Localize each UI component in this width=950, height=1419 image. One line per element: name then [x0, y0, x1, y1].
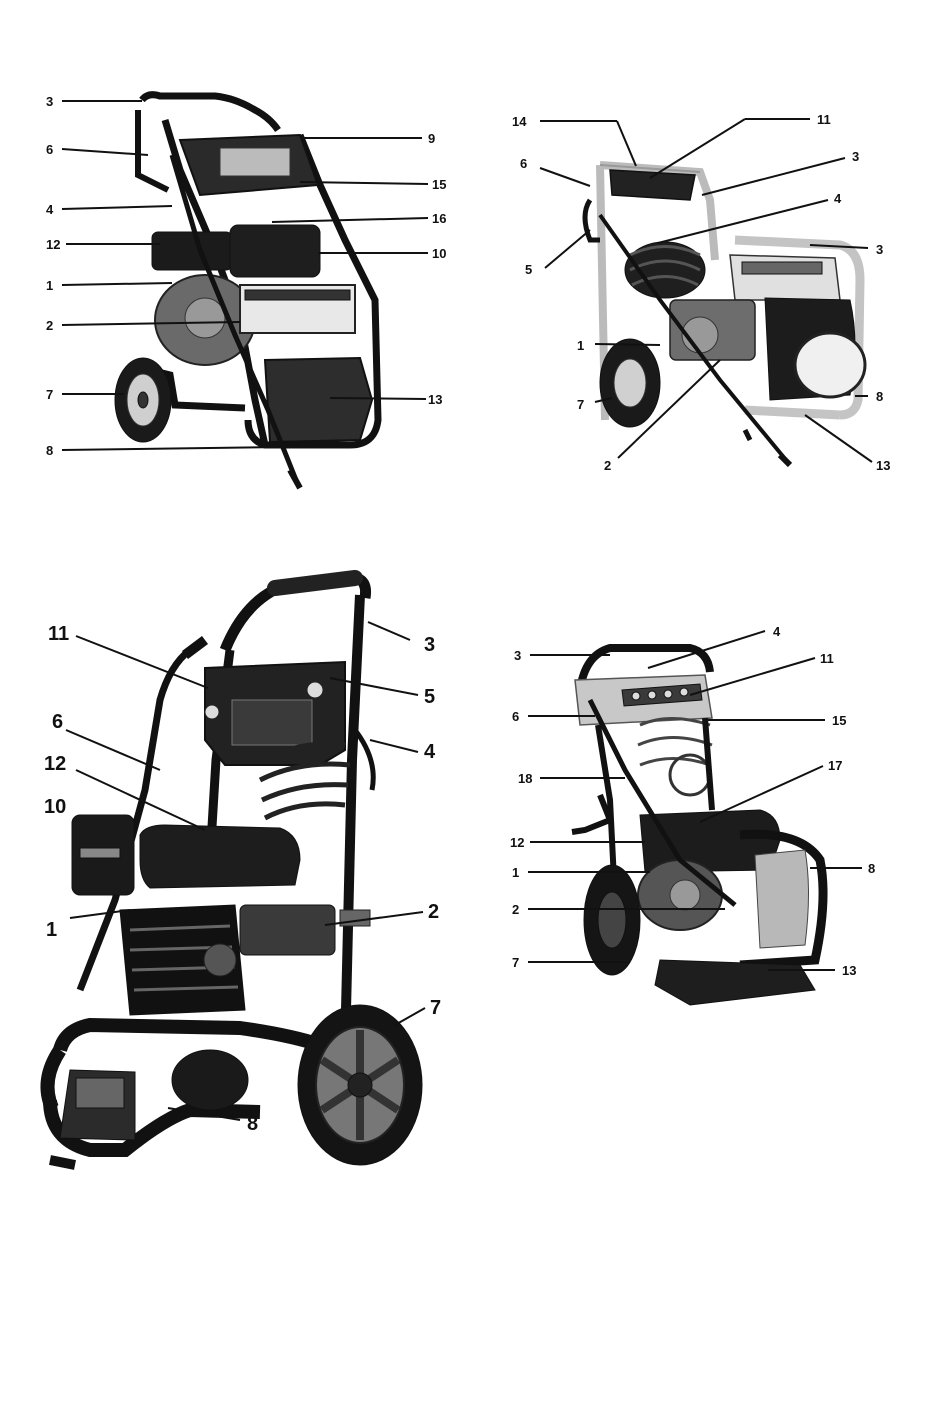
figure-d-callout-label: 2	[512, 902, 519, 917]
figure-b-callout-label: 8	[876, 389, 883, 404]
figure-a-callout-label: 2	[46, 318, 53, 333]
figure-b-callout-label: 11	[817, 112, 831, 127]
figure-a-callout-label: 13	[428, 392, 442, 407]
figure-b-callout-label: 6	[520, 156, 527, 171]
figure-a-callout-label: 10	[432, 246, 446, 261]
figure-b-callout-label: 5	[525, 262, 532, 277]
figure-a-callout-label: 12	[46, 237, 60, 252]
figure-b-callout-label: 3	[876, 242, 883, 257]
figure-a-callout-label: 9	[428, 131, 435, 146]
figure-c-callout-label: 5	[424, 686, 435, 708]
figure-a-callout-label: 8	[46, 443, 53, 458]
figure-c-callout-label: 4	[424, 741, 436, 763]
figure-b-callout-label: 4	[834, 191, 842, 206]
figure-d-callout-label: 7	[512, 955, 519, 970]
figure-a-callout-label: 1	[46, 278, 53, 293]
figure-c-callout-label: 2	[428, 901, 439, 923]
figure-a-callout-label: 16	[432, 211, 446, 226]
figure-c-callout-label: 1	[46, 919, 57, 941]
figure-b-illustration	[585, 165, 865, 465]
figure-d-callout-label: 8	[868, 861, 875, 876]
figure-a-illustration	[115, 95, 378, 488]
figure-d-callout-label: 13	[842, 963, 856, 978]
figure-c-callout-label: 8	[247, 1113, 258, 1135]
figure-a-callout-label: 7	[46, 387, 53, 402]
figure-d-callout-label: 11	[820, 651, 834, 666]
figure-b-callout-label: 3	[852, 149, 859, 164]
figure-c-callout-label: 6	[52, 711, 63, 733]
figure-b-callout-label: 1	[577, 338, 584, 353]
figure-a-callout-label: 4	[46, 202, 54, 217]
figure-b-callout-label: 13	[876, 458, 890, 473]
figure-c-callout-label: 12	[44, 753, 66, 775]
figure-d-callout-label: 17	[828, 758, 842, 773]
figure-d-callout-label: 3	[514, 648, 521, 663]
figure-d-callout-label: 18	[518, 771, 532, 786]
figure-d-callout-label: 6	[512, 709, 519, 724]
figure-c-callout-label: 3	[424, 634, 435, 656]
figure-b-callout-label: 2	[604, 458, 611, 473]
figure-a-callout-label: 6	[46, 142, 53, 157]
figure-d-callout-label: 4	[773, 624, 781, 639]
figure-c-illustration	[48, 578, 423, 1165]
figure-c-callout-label: 10	[44, 796, 66, 818]
figure-d-callout-label: 1	[512, 865, 519, 880]
figure-d-callout-label: 12	[510, 835, 524, 850]
figure-b-callout-label: 14	[512, 114, 527, 129]
figure-a-callout-label: 3	[46, 94, 53, 109]
figure-d-callout-label: 15	[832, 713, 846, 728]
figure-b-callout-label: 7	[577, 397, 584, 412]
figure-c-callout-label: 7	[430, 997, 441, 1019]
figure-c-callout-label: 11	[48, 623, 69, 645]
figure-d-illustration	[572, 648, 823, 1005]
figure-a-callout-label: 15	[432, 177, 446, 192]
